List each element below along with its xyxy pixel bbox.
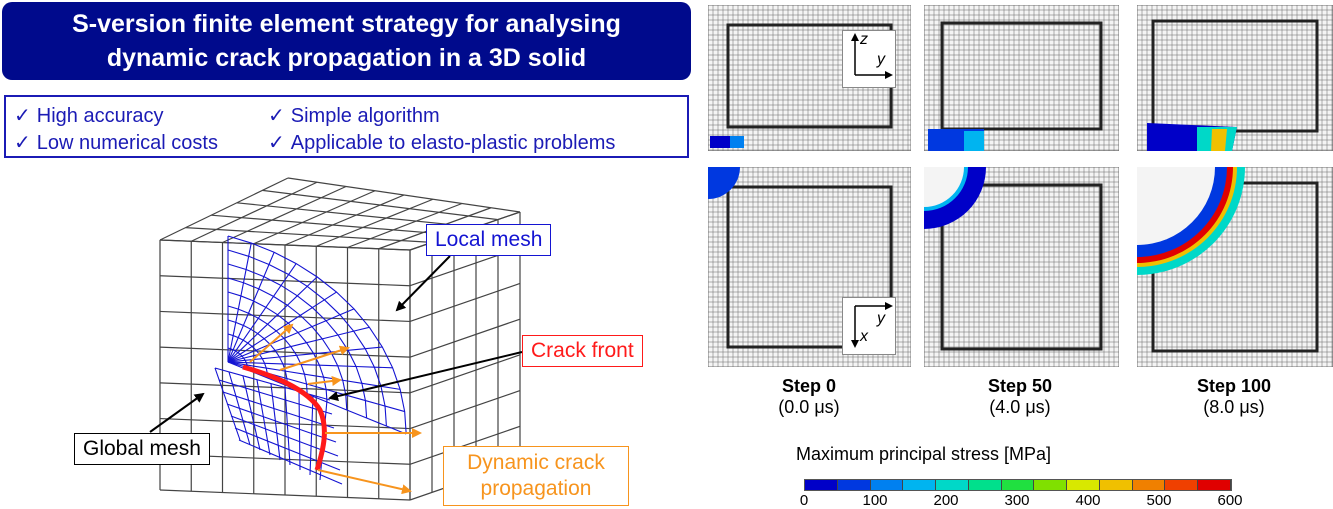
axis-y-label: y — [877, 51, 885, 68]
colorbar-tick: 400 — [1075, 492, 1101, 509]
check-icon: ✓ — [14, 105, 31, 127]
colorbar-tick: 500 — [1146, 492, 1172, 509]
sim-panel-bottom-step50 — [924, 167, 1119, 367]
step-name: Step 50 — [987, 376, 1053, 396]
step-label-50: Step 50 (4.0 μs) — [930, 376, 1110, 418]
colorbar-segment — [1001, 480, 1035, 490]
colorbar-tick: 200 — [933, 492, 959, 509]
feature-text: Low numerical costs — [36, 132, 218, 154]
title-banner: S-version finite element strategy for an… — [2, 2, 691, 80]
step-label-100: Step 100 (8.0 μs) — [1144, 376, 1324, 418]
feature-item: ✓Low numerical costs — [14, 130, 218, 155]
colorbar-segment — [1132, 480, 1166, 490]
crack-front-callout: Crack front — [522, 335, 643, 367]
colorbar-segment — [936, 480, 969, 490]
step-time: (8.0 μs) — [1203, 397, 1265, 417]
axis-indicator-bottom: x y — [842, 297, 896, 355]
sim-panel-top-step50 — [924, 5, 1119, 151]
colorbar-segment — [1067, 480, 1100, 490]
step-time: (0.0 μs) — [778, 397, 840, 417]
dynamic-crack-line-1: Dynamic crack — [467, 451, 605, 474]
feature-text: Simple algorithm — [290, 105, 440, 127]
check-icon: ✓ — [268, 132, 285, 154]
axis-z-label: z — [860, 31, 868, 48]
colorbar-segment — [1198, 480, 1231, 490]
crack-front-curve — [242, 364, 327, 471]
feature-item: ✓High accuracy — [14, 103, 163, 128]
check-icon: ✓ — [268, 105, 285, 127]
axis-x-label: x — [860, 328, 868, 345]
axis-indicator-top: z y — [842, 30, 896, 88]
propagation-arrows — [249, 323, 422, 495]
step-name: Step 100 — [1196, 376, 1272, 396]
colorbar-segment — [805, 480, 838, 490]
colorbar-tick: 0 — [799, 492, 809, 509]
callout-arrows — [149, 255, 523, 433]
axis-y-label: y — [877, 310, 885, 327]
dynamic-crack-callout: Dynamic crack propagation — [443, 446, 629, 506]
sim-panel-bottom-step100 — [1137, 167, 1333, 367]
feature-text: Applicable to elasto-plastic problems — [290, 132, 616, 154]
step-name: Step 0 — [781, 376, 837, 396]
sim-panel-top-step100 — [1137, 5, 1333, 151]
feature-text: High accuracy — [36, 105, 164, 127]
colorbar-title: Maximum principal stress [MPa] — [796, 444, 1052, 464]
global-mesh-callout: Global mesh — [74, 433, 210, 465]
local-mesh — [214, 235, 407, 485]
step-time: (4.0 μs) — [989, 397, 1051, 417]
colorbar-segment — [870, 480, 904, 490]
dynamic-crack-line-2: propagation — [480, 477, 592, 500]
colorbar-segment — [903, 480, 937, 490]
colorbar-segment — [1165, 480, 1199, 490]
colorbar-segment — [968, 480, 1002, 490]
title-line-1: S-version finite element strategy for an… — [72, 10, 621, 38]
check-icon: ✓ — [14, 132, 31, 154]
global-mesh — [159, 177, 521, 501]
colorbar-tick: 300 — [1004, 492, 1030, 509]
colorbar-tick: 600 — [1217, 492, 1243, 509]
colorbar-segment — [1034, 480, 1068, 490]
colorbar-segment — [1099, 480, 1133, 490]
local-mesh-callout: Local mesh — [426, 224, 552, 256]
step-label-0: Step 0 (0.0 μs) — [719, 376, 899, 418]
mesh-illustration — [149, 177, 523, 501]
feature-item: ✓Applicable to elasto-plastic problems — [268, 130, 615, 155]
title-line-2: dynamic crack propagation in a 3D solid — [106, 44, 587, 72]
feature-list: ✓High accuracy ✓Simple algorithm ✓Low nu… — [4, 95, 689, 158]
colorbar — [804, 479, 1232, 491]
colorbar-tick: 100 — [862, 492, 888, 509]
feature-item: ✓Simple algorithm — [268, 103, 440, 128]
colorbar-segment — [837, 480, 871, 490]
